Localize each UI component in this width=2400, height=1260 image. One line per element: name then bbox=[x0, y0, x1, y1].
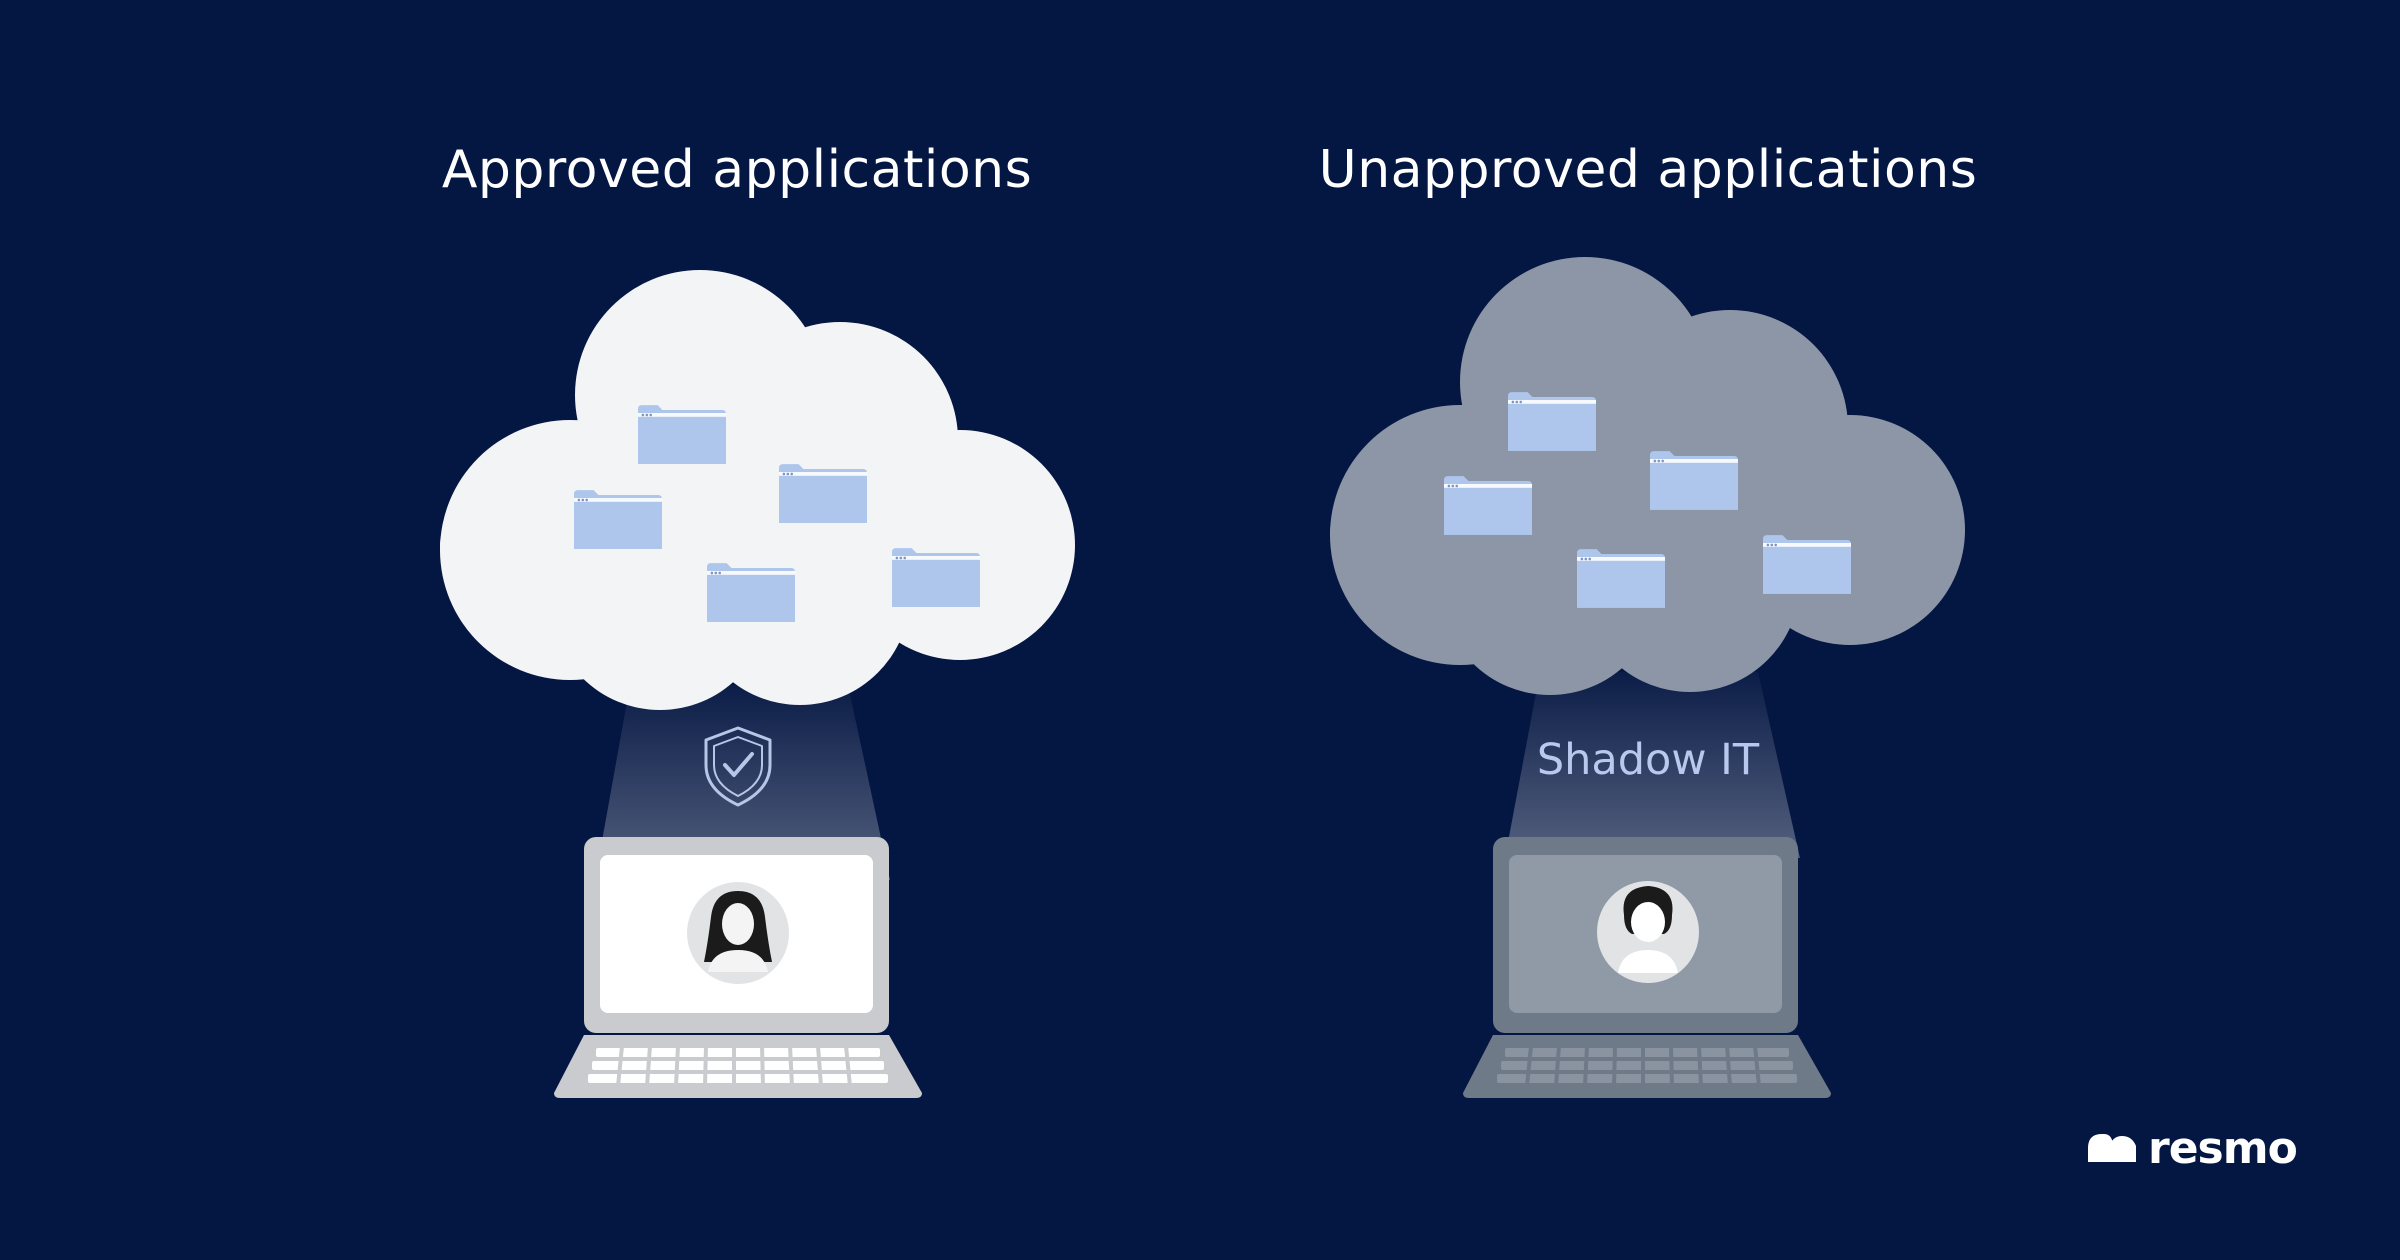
folder-icon bbox=[1444, 476, 1532, 535]
folder-icon bbox=[707, 563, 795, 622]
user-avatar bbox=[1597, 881, 1699, 983]
shadow-it-label: Shadow IT bbox=[1536, 735, 1760, 785]
folder-icon bbox=[892, 548, 980, 607]
folder-icon bbox=[779, 464, 867, 523]
approved-cloud bbox=[440, 270, 1075, 710]
shield-check-icon bbox=[704, 726, 772, 807]
approved-laptop bbox=[554, 837, 922, 1098]
folder-icon bbox=[574, 490, 662, 549]
folder-icon bbox=[1508, 392, 1596, 451]
unapproved-laptop bbox=[1463, 837, 1831, 1098]
user-avatar bbox=[687, 882, 789, 984]
folder-icon bbox=[1763, 535, 1851, 594]
unapproved-cloud bbox=[1330, 257, 1965, 695]
connection-beam bbox=[595, 685, 890, 880]
folder-icon bbox=[638, 405, 726, 464]
resmo-logo-icon bbox=[2088, 1134, 2136, 1162]
unapproved-applications-title: Unapproved applications bbox=[1318, 140, 1978, 200]
brand-name: resmo bbox=[2148, 1122, 2298, 1174]
approved-applications-title: Approved applications bbox=[441, 140, 1033, 200]
resmo-logo: resmo bbox=[2088, 1118, 2298, 1178]
keyboard bbox=[1497, 1048, 1797, 1083]
folder-icon bbox=[1577, 549, 1665, 608]
keyboard bbox=[588, 1048, 888, 1083]
folder-icon bbox=[1650, 451, 1738, 510]
connection-beam bbox=[1505, 672, 1800, 858]
